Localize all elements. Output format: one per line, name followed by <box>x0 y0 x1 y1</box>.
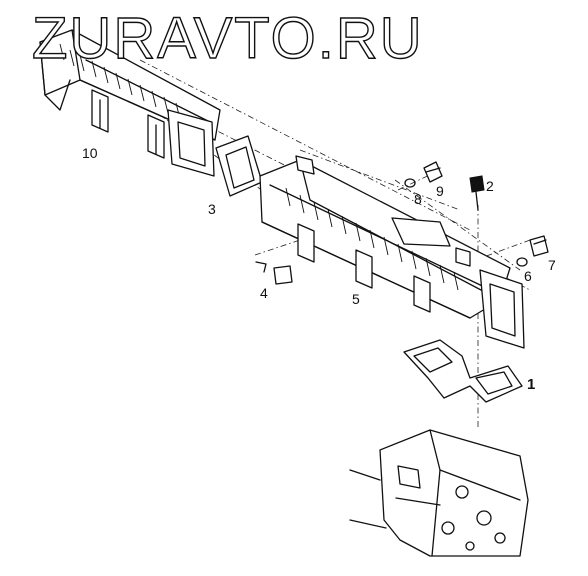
manifold-gasket-1 <box>403 339 523 403</box>
flange-gasket-3 <box>215 135 263 197</box>
callout-4: 4 <box>260 285 268 301</box>
callout-5: 5 <box>352 291 360 307</box>
callout-7: 7 <box>548 257 556 273</box>
washer-6 <box>516 257 528 267</box>
plug-7 <box>529 235 549 257</box>
callout-9: 9 <box>436 183 444 199</box>
callout-3: 3 <box>208 201 216 217</box>
exhaust-manifold-rear <box>39 29 221 177</box>
exhaust-manifold-front <box>259 155 525 349</box>
callout-10: 10 <box>82 145 98 161</box>
callout-6: 6 <box>524 268 532 284</box>
callout-2: 2 <box>486 178 494 194</box>
bolt-2 <box>469 175 485 211</box>
callout-8: 8 <box>414 191 422 207</box>
watermark-text: ZURAVTO.RU <box>32 6 424 71</box>
plug-9 <box>423 161 443 183</box>
washer-8 <box>404 178 416 188</box>
callout-1: 1 <box>527 376 535 393</box>
cylinder-head <box>349 429 529 557</box>
stud-and-nut-4 <box>255 261 293 285</box>
